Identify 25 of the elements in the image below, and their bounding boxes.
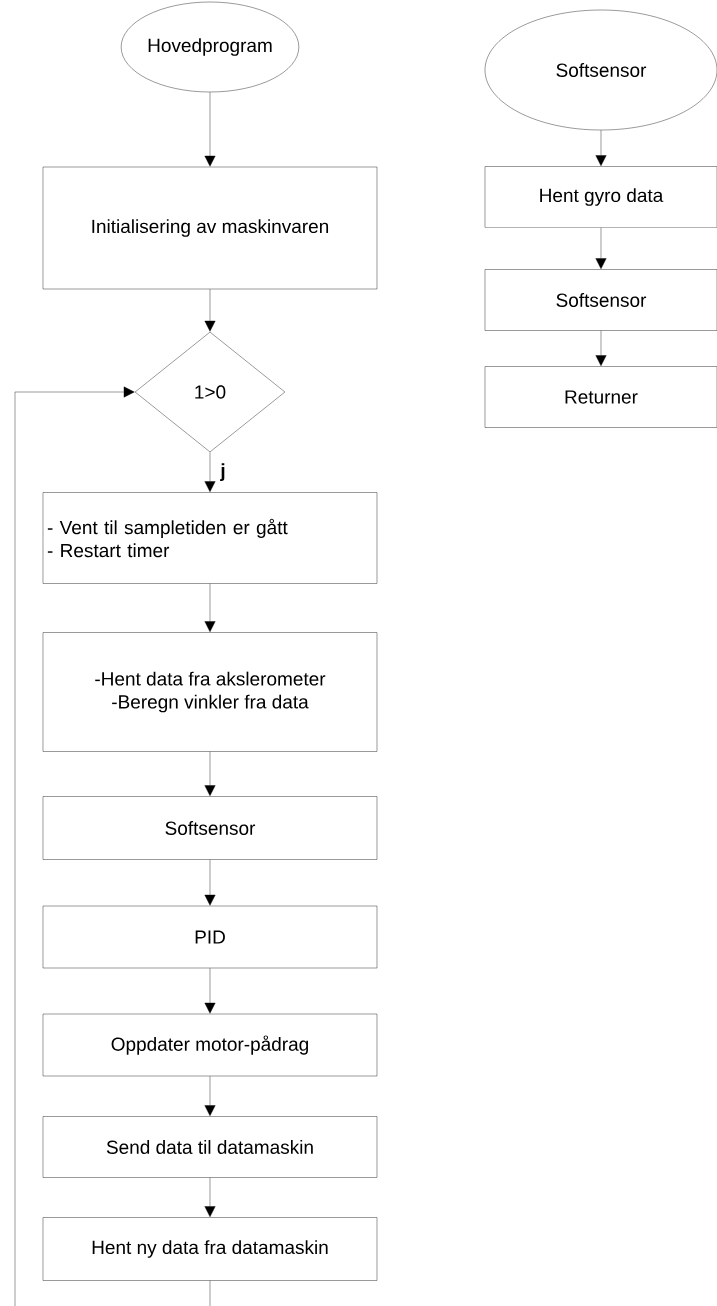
arrow — [204, 289, 216, 332]
arrow — [204, 452, 216, 493]
process-box: Hent gyro data — [484, 166, 717, 228]
arrow — [595, 130, 607, 167]
process-box: -Hent data fra akslerometer -Beregn vinkler fra data — [42, 632, 378, 752]
process-box: Hent ny data fra datamaskin — [42, 1217, 378, 1281]
arrow — [204, 968, 216, 1014]
process-box: - Vent til sampletiden er gått - Restart timer — [42, 492, 378, 584]
process-box: Softsensor — [484, 269, 717, 331]
arrow — [204, 751, 216, 797]
process-box: PID — [42, 905, 378, 969]
process-box: Initialisering av maskinvaren — [42, 166, 378, 290]
process-box: Oppdater motor-pådrag — [42, 1013, 378, 1077]
arrow — [595, 330, 607, 367]
process-box: Send data til datamaskin — [42, 1116, 378, 1178]
arrow — [14, 386, 211, 1306]
arrow — [204, 92, 216, 167]
arrow — [204, 583, 216, 633]
arrow — [204, 859, 216, 906]
edge-label: j — [220, 463, 225, 482]
arrow — [204, 1177, 216, 1218]
arrow — [595, 227, 607, 270]
arrow — [204, 1076, 216, 1117]
process-box: Softsensor — [42, 796, 378, 860]
process-box: Returner — [484, 366, 717, 428]
